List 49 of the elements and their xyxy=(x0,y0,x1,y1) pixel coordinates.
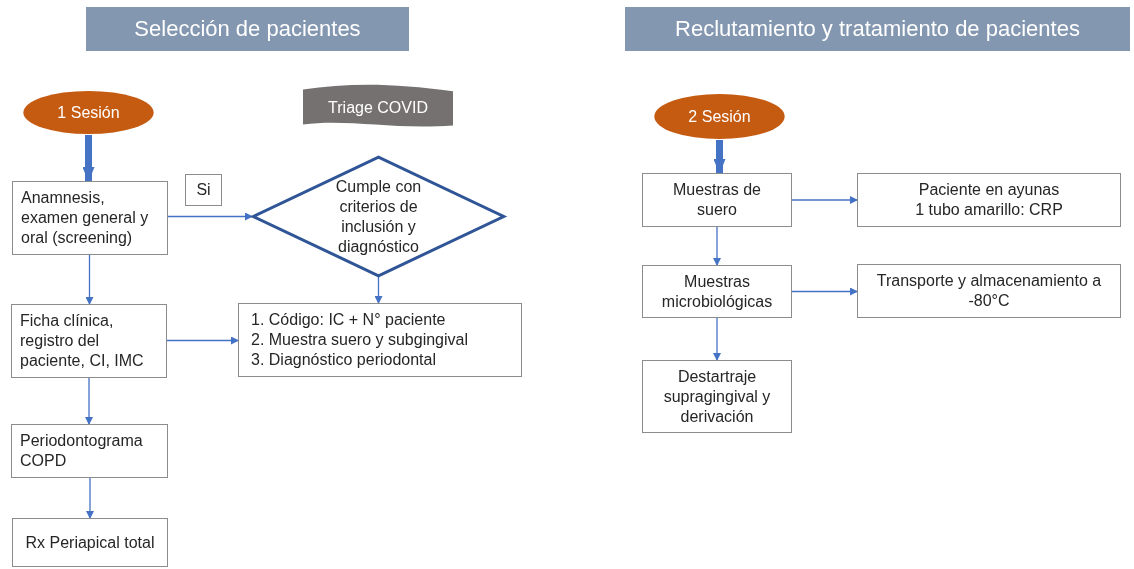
node-text: Triage COVID xyxy=(328,97,428,118)
node-text: Muestras de suero xyxy=(671,180,762,220)
node-text: Rx Periapical total xyxy=(24,532,156,553)
process-box xyxy=(857,173,1121,227)
node-text: 1 Sesión xyxy=(57,102,120,123)
process-box xyxy=(857,264,1121,318)
process-box xyxy=(642,360,792,433)
arrow xyxy=(791,196,858,204)
arrow xyxy=(713,317,721,361)
decision-diamond xyxy=(252,156,505,277)
arrow xyxy=(85,254,94,305)
process-box xyxy=(11,304,167,378)
session-ellipse xyxy=(653,93,786,140)
session-ellipse xyxy=(22,90,155,135)
node-text: 1. Código: IC + N° paciente xyxy=(251,310,447,330)
node-text: 2 Sesión xyxy=(688,106,751,127)
node-text: Periodontograma COPD xyxy=(20,431,144,471)
node-text: Paciente en ayunas xyxy=(917,180,1061,200)
block-arrow xyxy=(82,135,95,182)
process-box xyxy=(642,265,792,318)
process-box xyxy=(12,518,168,567)
section-heading: Selección de pacientes xyxy=(134,16,361,42)
node-text: Ficha clínica, registro del paciente, CI, IMC xyxy=(20,311,145,371)
process-box xyxy=(12,181,168,255)
arrow xyxy=(86,477,94,519)
node-text: Si xyxy=(195,180,212,200)
arrow xyxy=(374,276,383,304)
block-arrow xyxy=(713,140,726,174)
section-heading: Reclutamiento y tratamiento de pacientes xyxy=(675,16,1080,42)
process-box xyxy=(642,173,792,227)
node-text: Muestras microbiológicas xyxy=(660,271,774,312)
node-text: 1 tubo amarillo: CRP xyxy=(914,200,1064,220)
title-band xyxy=(625,7,1130,51)
arrow xyxy=(713,226,721,266)
banner-shape xyxy=(303,85,453,130)
node-text: 2. Muestra suero y subgingival xyxy=(251,330,469,350)
node-text: Cumple con criterios de inclusión y diagnóstico xyxy=(334,176,423,257)
node-text: 3. Diagnóstico periodontal xyxy=(251,350,437,370)
arrow xyxy=(166,336,239,345)
condition-box xyxy=(185,174,222,206)
arrow xyxy=(85,377,93,425)
node-text: Destartraje supragingival y derivación xyxy=(662,366,772,427)
node-text: Anamnesis, examen general y oral (screening) xyxy=(21,188,150,248)
arrow xyxy=(791,287,858,296)
node-text: Transporte y almacenamiento a -80°C xyxy=(875,271,1103,311)
title-band xyxy=(86,7,409,51)
arrow xyxy=(167,212,253,221)
process-box xyxy=(11,424,168,478)
list-box xyxy=(238,303,522,377)
